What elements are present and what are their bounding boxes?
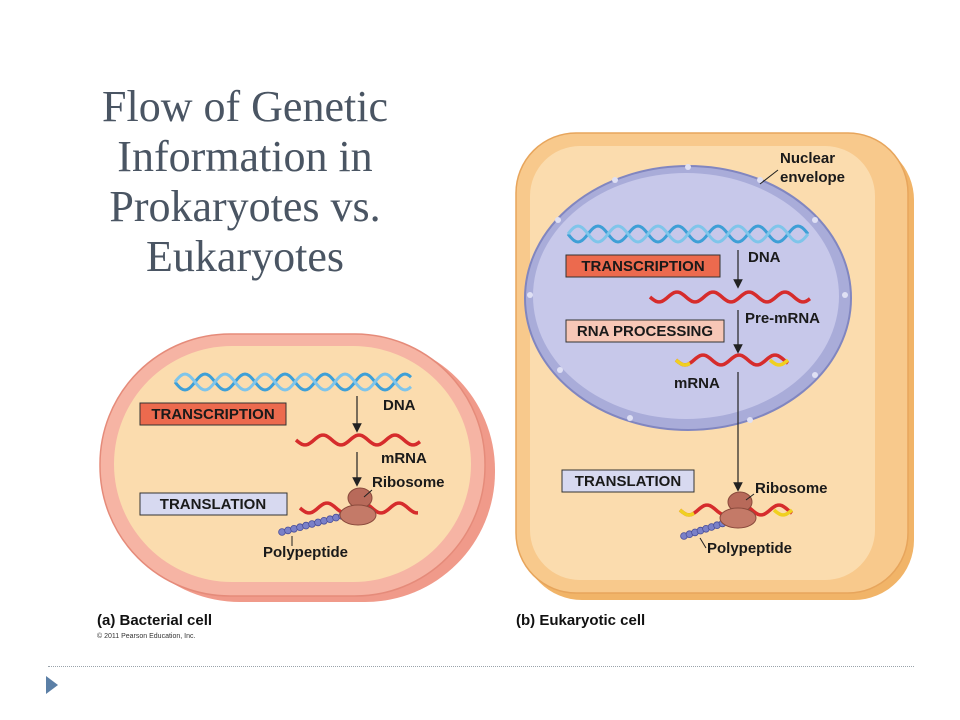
nuclear-envelope-label-line1: Nuclear <box>780 150 835 167</box>
bacterial-mrna-label: mRNA <box>381 450 427 467</box>
bacterial-ribosome-leader <box>363 489 373 498</box>
rna-strand <box>648 290 812 304</box>
bacterial-dna-helix <box>173 372 412 392</box>
bacterial-dna-label: DNA <box>383 397 416 414</box>
title-line-2: Information in <box>117 132 373 181</box>
pre-mrna-strand <box>648 290 812 304</box>
eukaryotic-ribosome-leader <box>745 493 755 501</box>
rna-strand <box>294 433 422 447</box>
rna-cap <box>674 358 691 367</box>
title-line-1: Flow of Genetic <box>102 82 388 131</box>
eukaryotic-dna-label: DNA <box>748 249 781 266</box>
dna-strand-b <box>566 224 810 244</box>
bacterial-ribosome <box>339 487 377 526</box>
rna-cap <box>678 508 695 517</box>
eukaryotic-mrna-strand <box>674 353 790 367</box>
eukaryotic-transcription-label: TRANSCRIPTION <box>581 258 704 275</box>
bacterial-translation-box: TRANSLATION <box>139 492 288 516</box>
footer-divider <box>48 666 914 667</box>
eukaryotic-ribosome <box>719 491 757 529</box>
dna-strand-b <box>173 372 412 392</box>
eukaryotic-caption: (b) Eukaryotic cell <box>516 612 645 629</box>
bacterial-polypeptide-label: Polypeptide <box>263 544 348 561</box>
bacterial-transcription-label: TRANSCRIPTION <box>151 406 274 423</box>
bacterial-cell: TRANSCRIPTION DNA mRNA TRANSLATION Ribos… <box>99 333 495 602</box>
nuclear-envelope-leader <box>759 169 779 185</box>
rna-processing-label: RNA PROCESSING <box>577 323 713 340</box>
bacterial-ribosome-label: Ribosome <box>372 474 445 491</box>
rna-tail <box>772 508 794 517</box>
title-line-4: Eukaryotes <box>146 232 344 281</box>
eukaryotic-dna-helix <box>566 224 810 244</box>
rna-tail <box>768 358 790 367</box>
nuclear-envelope-label-line2: envelope <box>780 169 845 186</box>
slide-title: Flow of Genetic Information in Prokaryot… <box>60 82 430 282</box>
eukaryotic-ribosome-label: Ribosome <box>755 480 828 497</box>
eukaryotic-polypeptide-label: Polypeptide <box>707 540 792 557</box>
nuclear-pores <box>527 164 848 423</box>
eukaryotic-translation-box: TRANSLATION <box>561 469 695 493</box>
eukaryotic-cell: Nuclear envelope TRANSCRIPTION DNA Pre-m… <box>515 132 914 600</box>
rna-strand <box>674 353 790 367</box>
bacterial-transcription-box: TRANSCRIPTION <box>139 402 287 426</box>
copyright-notice: © 2011 Pearson Education, Inc. <box>97 632 195 640</box>
bacterial-caption: (a) Bacterial cell <box>97 612 212 629</box>
bacterial-mrna-strand <box>294 433 422 447</box>
eukaryotic-translation-label: TRANSLATION <box>575 473 681 490</box>
eukaryotic-transcription-box: TRANSCRIPTION <box>565 254 721 278</box>
eukaryotic-mrna-label: mRNA <box>674 375 720 392</box>
rna-processing-box: RNA PROCESSING <box>565 319 725 343</box>
pre-mrna-label: Pre-mRNA <box>745 310 820 327</box>
bacterial-translation-label: TRANSLATION <box>160 496 266 513</box>
eukaryotic-polypeptide-leader <box>699 537 707 549</box>
slide-bullet-icon <box>46 676 58 694</box>
title-line-3: Prokaryotes vs. <box>109 182 381 231</box>
